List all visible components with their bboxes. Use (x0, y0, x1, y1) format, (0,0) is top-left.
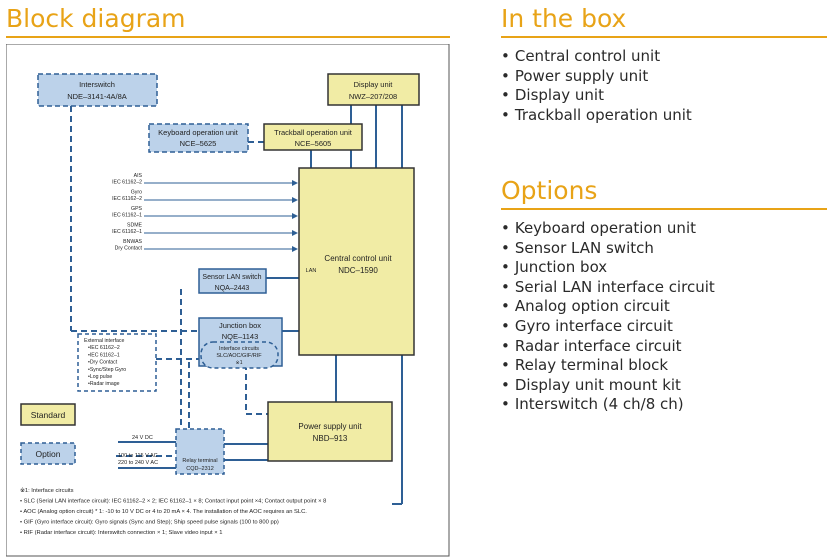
central-unit-box (298, 167, 415, 356)
junction-box-model: NQE–1143 (222, 332, 259, 341)
option-item: Interswitch (4 ch/8 ch) (501, 395, 715, 415)
input-label: GPS (131, 206, 142, 212)
junction-box-name: Junction box (219, 321, 261, 330)
legend-option-label: Option (35, 449, 60, 459)
power-supply-box (267, 401, 393, 462)
external-interface-box (77, 333, 157, 392)
diagram-frame (6, 44, 450, 557)
in-the-box-list: Central control unitPower supply unitDis… (501, 47, 692, 125)
option-item: Radar interface circuit (501, 337, 715, 357)
power-supply-name: Power supply unit (298, 422, 362, 431)
display-unit-model: NWZ–207/208 (349, 92, 397, 101)
trackball-unit-name: Trackball operation unit (274, 128, 353, 137)
in-the-box-item: Trackball operation unit (501, 106, 692, 126)
relay-terminal-model: CQD–2312 (186, 466, 214, 472)
input-spec: IEC 61162–1 (112, 213, 142, 219)
option-item: Sensor LAN switch (501, 239, 715, 259)
relay-terminal-box (175, 428, 225, 475)
option-item: Gyro interface circuit (501, 317, 715, 337)
legend-option-swatch (20, 442, 76, 465)
junction-to-psu (245, 364, 268, 415)
interface-circuits-note: ※1 (236, 360, 243, 366)
interface-circuits-line1: Interface circuits (219, 346, 259, 352)
option-item: Relay terminal block (501, 356, 715, 376)
display-unit-name: Display unit (354, 80, 394, 89)
trackball-unit-box (263, 123, 363, 151)
trackball-unit-model: NCE–5605 (295, 139, 332, 148)
options-rule (501, 208, 827, 210)
input-spec: IEC 61162–2 (112, 180, 142, 186)
footnote-line: • GIF (Gyro interface circuit): Gyro sig… (20, 520, 279, 526)
option-item: Analog option circuit (501, 297, 715, 317)
input-spec: IEC 61162–2 (112, 196, 142, 202)
input-spec: Dry Contact (115, 246, 143, 252)
external-interface-line: External interface (84, 338, 124, 344)
in-the-box-item: Display unit (501, 86, 692, 106)
external-interface-line: •Radar image (88, 381, 120, 387)
sensor-lan-model: NQA–2443 (215, 285, 250, 292)
input-spec: IEC 61162–1 (112, 229, 142, 235)
input-label: Gyro (131, 190, 142, 196)
sensor-lan-name: Sensor LAN switch (202, 274, 261, 281)
central-unit-model: NDC–1590 (338, 266, 378, 275)
footnote-line: • RIF (Radar interface circuit): Intersw… (20, 530, 222, 536)
legend-standard-swatch (20, 403, 76, 426)
in-the-box-item: Central control unit (501, 47, 692, 67)
input-label: SDME (127, 223, 143, 229)
external-interface-line: •Log pulse (88, 374, 112, 380)
keyboard-unit-name: Keyboard operation unit (158, 128, 239, 137)
option-item: Junction box (501, 258, 715, 278)
external-interface-line: •Dry Contact (88, 360, 118, 366)
display-unit-box (327, 73, 420, 106)
in-the-box-item: Power supply unit (501, 67, 692, 87)
input-label: BNWAS (123, 239, 142, 245)
external-interface-line: •IEC 61162–2 (88, 345, 120, 351)
footnote-line: • SLC (Serial LAN interface circuit): IE… (20, 499, 326, 505)
power-supply-model: NBD–913 (313, 434, 348, 443)
dc-label: 24 V DC (132, 435, 153, 441)
options-heading: Options (501, 176, 598, 205)
footnote-line: ※1: Interface circuits (20, 487, 74, 494)
sensor-lan-box (198, 268, 267, 294)
lan-label: LAN (306, 268, 317, 274)
block-diagram: Interswitch NDE–3141-4A/8A Display unit … (6, 44, 450, 557)
interface-circuits-pill (200, 341, 279, 369)
options-list: Keyboard operation unitSensor LAN switch… (501, 219, 715, 415)
in-the-box-heading: In the box (501, 4, 627, 33)
option-item: Keyboard operation unit (501, 219, 715, 239)
input-label: AIS (134, 173, 143, 179)
footnote-line: • AOC (Analog option circuit) * 1: -10 t… (20, 509, 307, 515)
option-item: Display unit mount kit (501, 376, 715, 396)
ac-label-1: 100 to 115 V AC (118, 453, 158, 459)
option-item: Serial LAN interface circuit (501, 278, 715, 298)
block-diagram-rule (6, 36, 450, 38)
ac-label-2: 220 to 240 V AC (118, 460, 158, 466)
legend-standard-label: Standard (31, 410, 66, 420)
external-interface-line: •Sync/Step Gyro (88, 367, 126, 373)
interswitch-model: NDE–3141-4A/8A (67, 92, 127, 101)
keyboard-unit-box (148, 123, 249, 153)
interswitch-box (37, 73, 158, 107)
relay-terminal-name: Relay terminal (182, 458, 217, 464)
block-diagram-heading: Block diagram (6, 4, 186, 33)
interface-circuits-line2: SLC/AOC/GIF/RIF (216, 353, 262, 359)
keyboard-unit-model: NCE–5625 (180, 139, 217, 148)
in-the-box-rule (501, 36, 827, 38)
interswitch-name: Interswitch (79, 80, 115, 89)
external-interface-line: •IEC 61162–1 (88, 352, 120, 358)
central-unit-name: Central control unit (324, 254, 392, 263)
